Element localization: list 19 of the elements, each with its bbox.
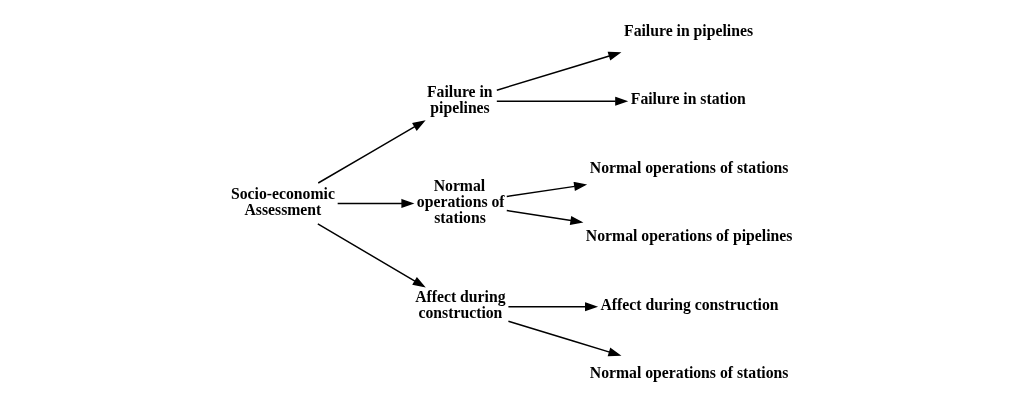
node-text: Failure in station	[630, 90, 746, 108]
arrow	[496, 96, 629, 106]
arrow	[336, 198, 415, 208]
node-text: Socio-economic Assessment	[230, 185, 335, 218]
arrow	[506, 209, 584, 225]
node-text: Failure in pipelines	[624, 21, 754, 39]
arrow	[317, 223, 426, 288]
arrow	[496, 51, 622, 91]
arrow	[506, 181, 588, 198]
node-text: Failure in pipelines	[426, 82, 493, 116]
arrow	[507, 302, 599, 312]
node-text: Affect during construction	[600, 295, 779, 313]
node-text: Normal operations of pipelines	[585, 227, 793, 245]
node-text: Affect during construction	[415, 288, 506, 322]
arrow	[317, 120, 426, 184]
node-text: Normal operations of stations	[589, 158, 789, 176]
node-text: Normal operations of stations	[416, 177, 505, 226]
node-text: Normal operations of stations	[589, 364, 789, 382]
arrow	[507, 320, 622, 357]
